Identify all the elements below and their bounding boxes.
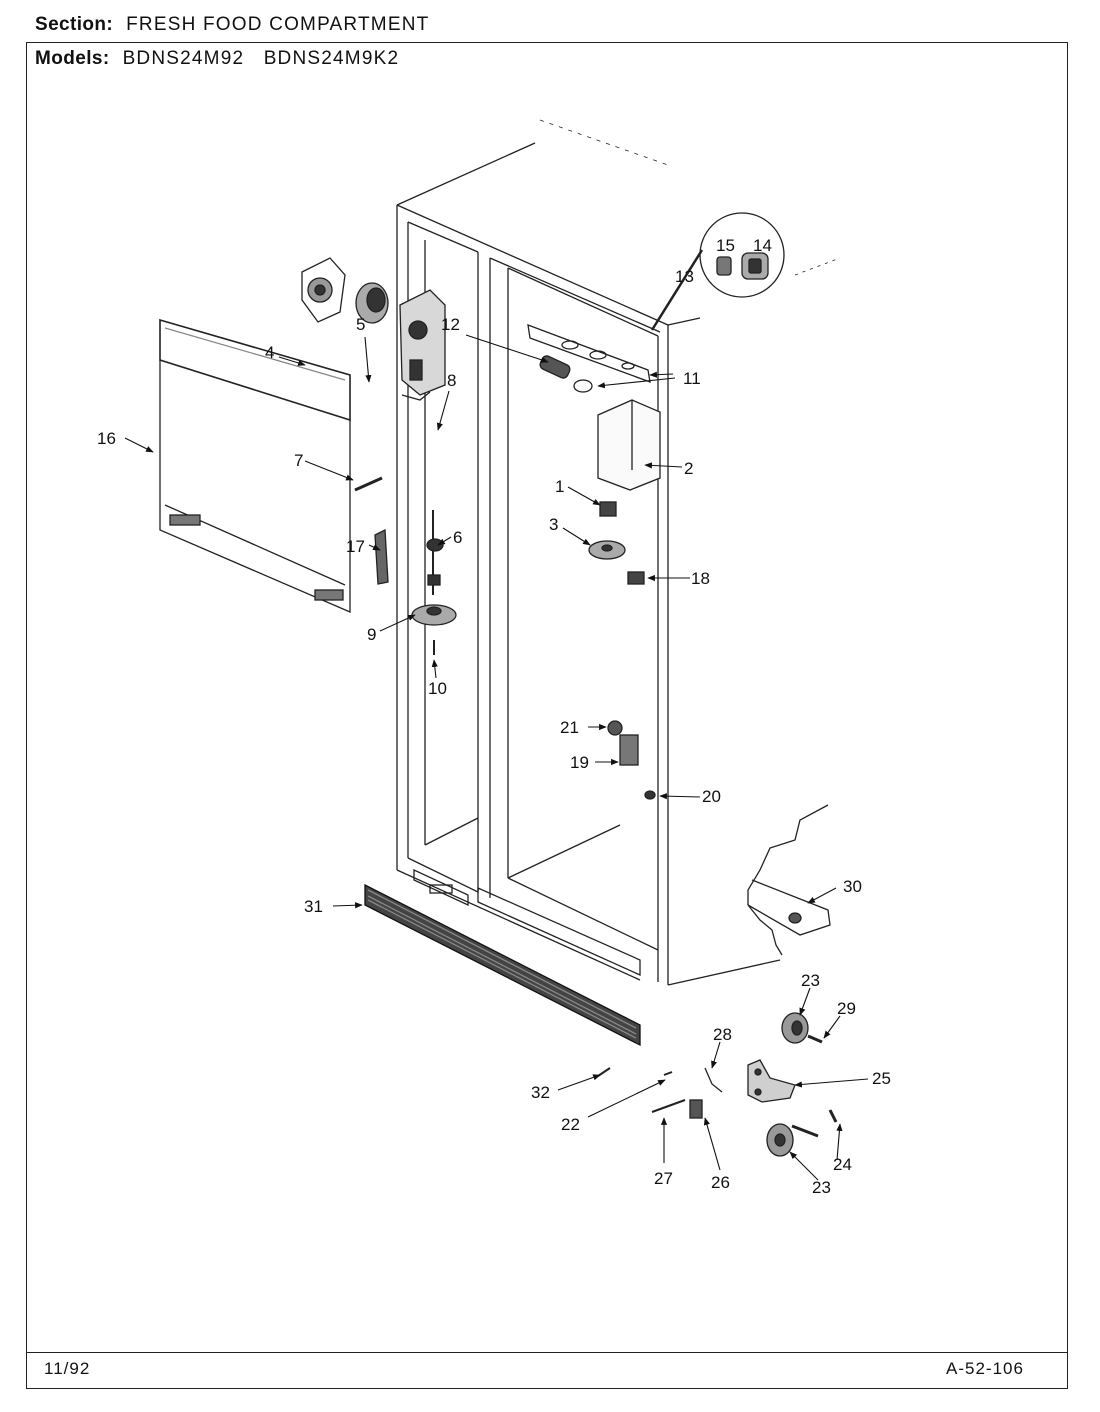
callout-30: 30 bbox=[843, 877, 862, 896]
footer-divider bbox=[26, 1352, 1068, 1353]
part-26-cam bbox=[689, 1099, 703, 1119]
part-28-spring bbox=[704, 1067, 723, 1093]
callout-29: 29 bbox=[837, 999, 856, 1018]
part-27-screw bbox=[651, 1099, 686, 1113]
diagram-frame bbox=[26, 42, 1068, 1389]
part-16-drawer-cover bbox=[159, 318, 351, 613]
part-24-pin-a bbox=[791, 1124, 819, 1138]
part-31-kickplate bbox=[364, 883, 641, 1047]
models-heading: Models: BDNS24M92 BDNS24M9K2 bbox=[35, 48, 399, 70]
callout-32: 32 bbox=[531, 1083, 550, 1102]
callout-7: 7 bbox=[294, 451, 303, 470]
callout-18: 18 bbox=[691, 569, 710, 588]
footer-page-code: A-52-106 bbox=[946, 1359, 1024, 1378]
part-8-thermostat-housing bbox=[399, 289, 446, 401]
part-30-bracket bbox=[747, 804, 831, 956]
callout-25: 25 bbox=[872, 1069, 891, 1088]
model-number-1: BDNS24M92 bbox=[122, 48, 245, 69]
callout-22: 22 bbox=[561, 1115, 580, 1134]
callout-23-upper: 23 bbox=[801, 971, 820, 990]
part-29-axle bbox=[807, 1034, 823, 1044]
part-4-housing bbox=[301, 257, 346, 323]
part-13-light-bracket bbox=[527, 324, 651, 383]
section-label: Section: bbox=[35, 14, 114, 35]
section-title: FRESH FOOD COMPARTMENT bbox=[126, 14, 430, 35]
part-3-knob bbox=[588, 540, 626, 560]
detail-circle bbox=[650, 212, 785, 331]
part-5-control bbox=[355, 282, 389, 324]
part-22-clip bbox=[663, 1071, 673, 1076]
part-1-switch bbox=[599, 501, 617, 517]
cabinet-outline bbox=[396, 119, 841, 986]
part-21-plug bbox=[607, 720, 623, 736]
part-24-pin-b bbox=[828, 1109, 838, 1123]
leader-lines bbox=[124, 334, 869, 1181]
callout-13: 13 bbox=[675, 267, 694, 286]
part-17-clip bbox=[374, 528, 389, 585]
callout-16: 16 bbox=[97, 429, 116, 448]
callout-17: 17 bbox=[346, 537, 365, 556]
part-7-pin bbox=[354, 476, 383, 492]
model-number-2: BDNS24M9K2 bbox=[263, 48, 400, 69]
callout-10: 10 bbox=[428, 679, 447, 698]
callout-2: 2 bbox=[684, 459, 693, 478]
footer-date: 11/92 bbox=[44, 1359, 91, 1378]
callout-11: 11 bbox=[683, 369, 701, 388]
part-11-bulb bbox=[573, 379, 593, 393]
callout-4: 4 bbox=[265, 343, 274, 362]
callout-3: 3 bbox=[549, 515, 558, 534]
part-20-screw bbox=[644, 790, 656, 800]
part-14-socket bbox=[741, 252, 769, 280]
part-25-bracket bbox=[747, 1059, 796, 1103]
callout-28: 28 bbox=[713, 1025, 732, 1044]
part-6-shaft bbox=[426, 510, 444, 595]
callout-19: 19 bbox=[570, 753, 589, 772]
callout-15: 15 bbox=[716, 236, 735, 255]
callout-26: 26 bbox=[711, 1173, 730, 1192]
callout-labels: 16 4 5 8 7 17 6 9 10 12 11 13 15 14 2 1 … bbox=[97, 236, 891, 1197]
models-label: Models: bbox=[35, 48, 110, 69]
part-23-roller-upper bbox=[781, 1012, 809, 1044]
callout-1: 1 bbox=[555, 477, 564, 496]
callout-27: 27 bbox=[654, 1169, 673, 1188]
callout-5: 5 bbox=[356, 315, 365, 334]
part-9-knob bbox=[411, 604, 457, 626]
callout-6: 6 bbox=[453, 528, 462, 547]
callout-9: 9 bbox=[367, 625, 376, 644]
callout-20: 20 bbox=[702, 787, 721, 806]
part-19-hinge bbox=[619, 734, 639, 766]
callout-21: 21 bbox=[560, 718, 579, 737]
callout-8: 8 bbox=[447, 371, 456, 390]
callout-23-lower: 23 bbox=[812, 1178, 831, 1197]
part-2-light-shield bbox=[597, 399, 661, 491]
part-23-roller-lower bbox=[766, 1123, 794, 1157]
part-15-grommet bbox=[716, 256, 732, 276]
callout-14: 14 bbox=[753, 236, 772, 255]
part-12-socket bbox=[539, 355, 571, 379]
callout-24: 24 bbox=[833, 1155, 852, 1174]
part-18-switch bbox=[627, 571, 645, 585]
callout-12: 12 bbox=[441, 315, 460, 334]
callout-31: 31 bbox=[304, 897, 323, 916]
section-heading: Section: FRESH FOOD COMPARTMENT bbox=[35, 14, 429, 36]
